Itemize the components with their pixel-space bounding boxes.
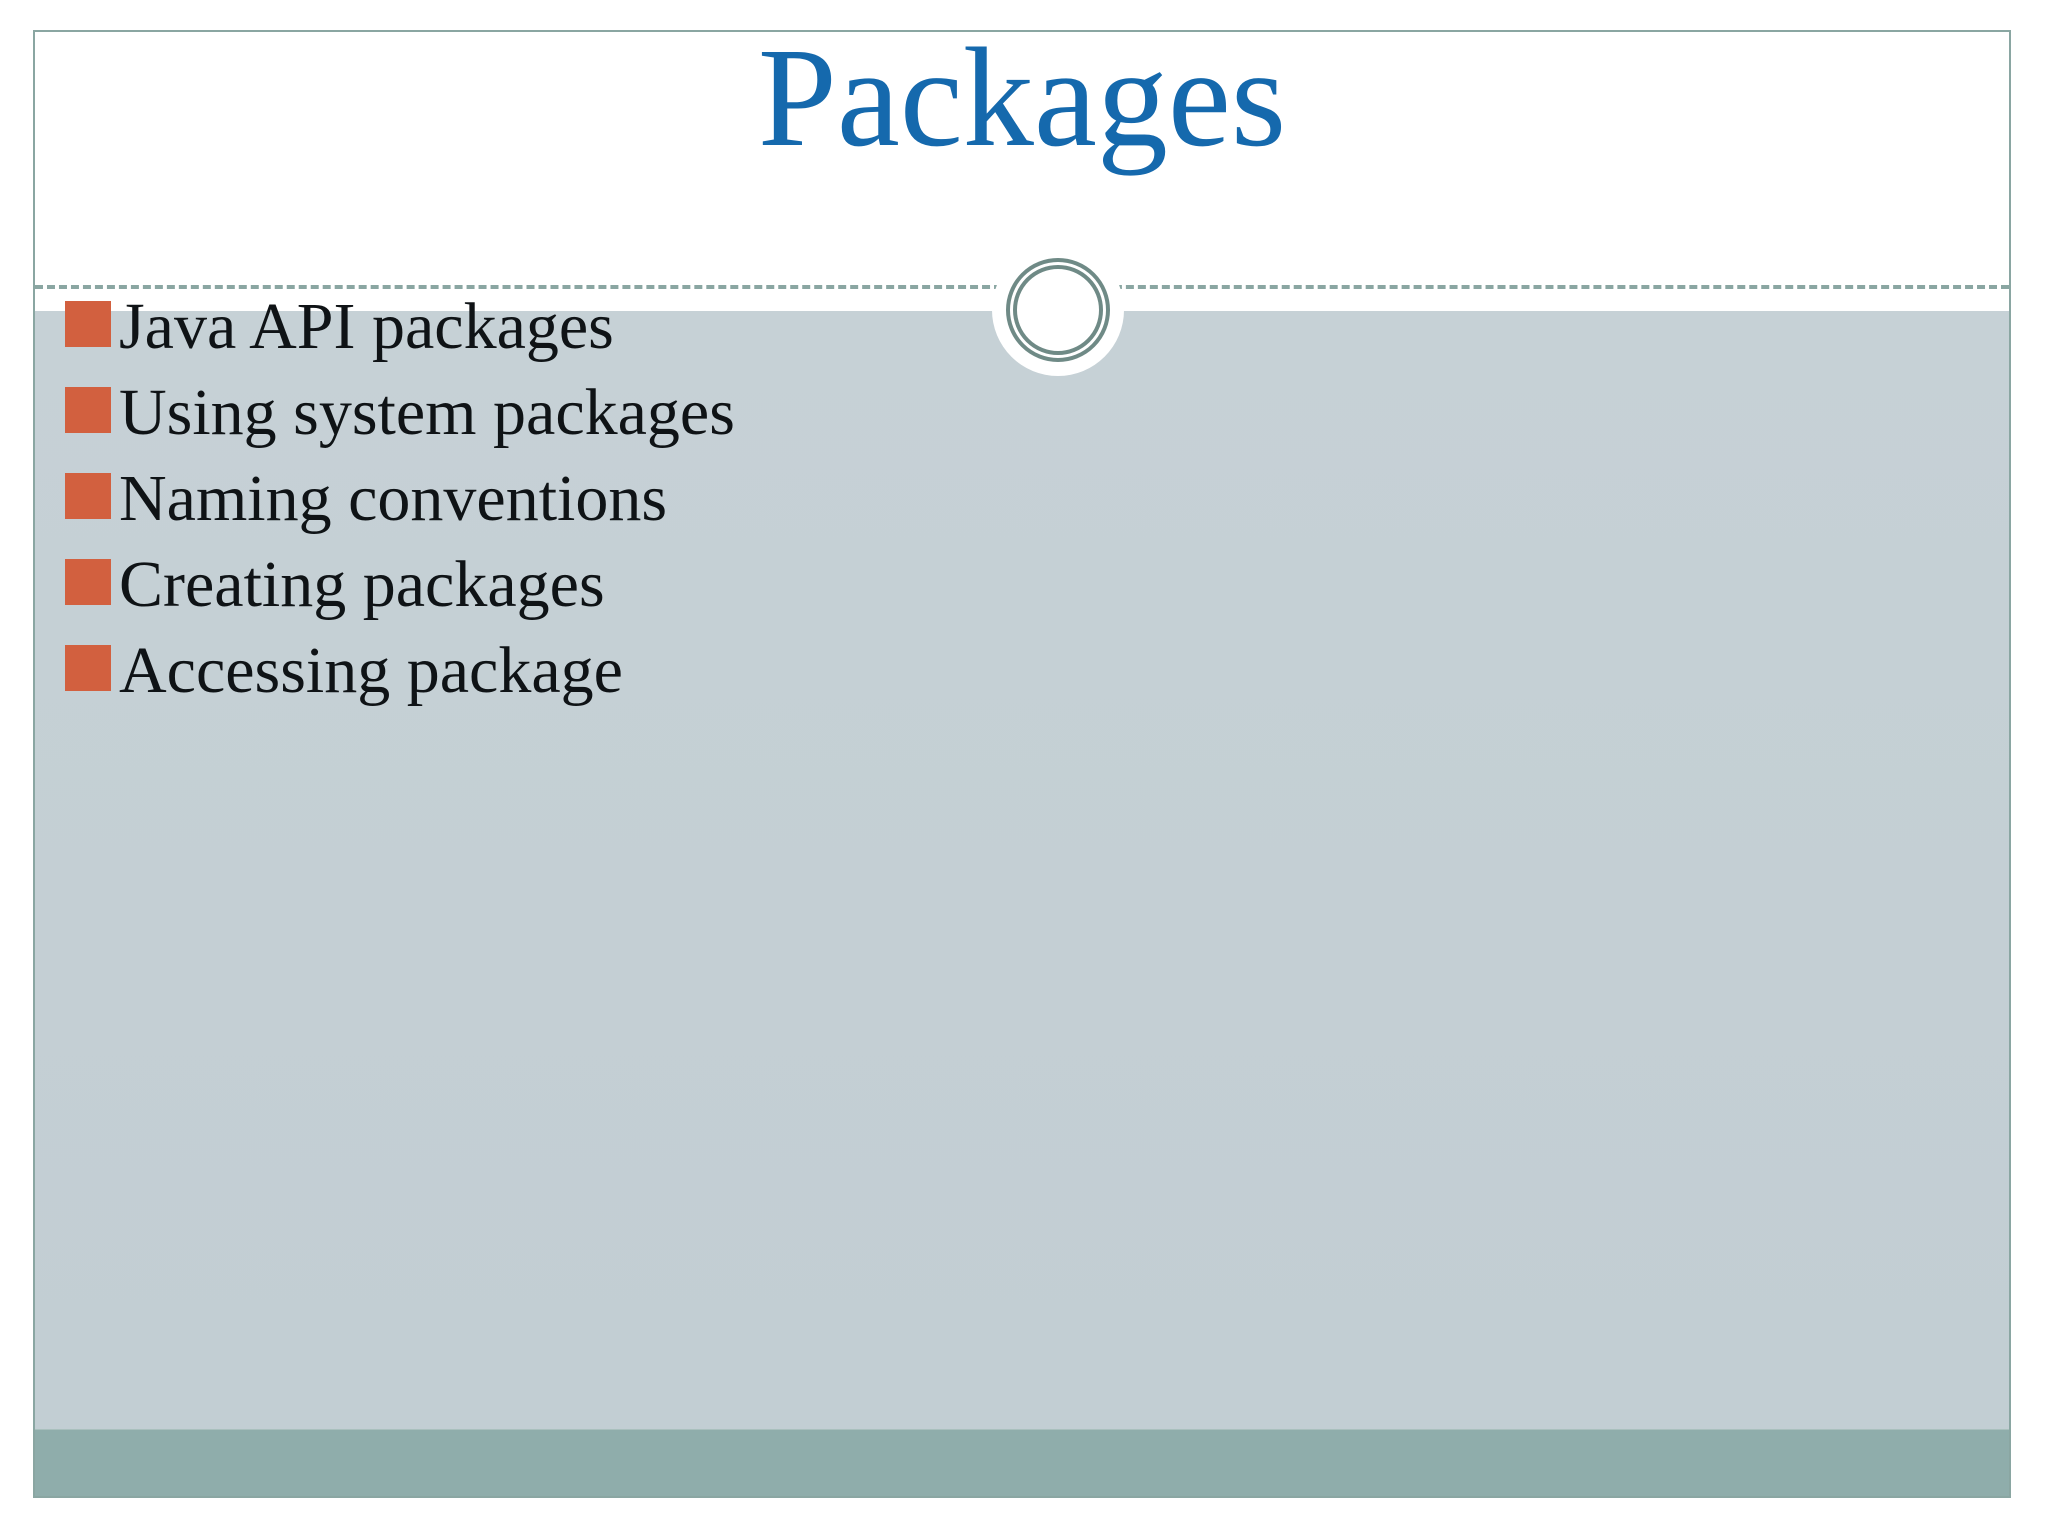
list-item-label: Java API packages (119, 290, 614, 363)
page-title: Packages (757, 30, 1287, 176)
shadowed-square-bullet-icon (65, 301, 111, 347)
bullet-list: Java API packages Using system packages … (65, 285, 1969, 715)
list-item-label: Creating packages (119, 548, 605, 621)
list-item[interactable]: Creating packages (65, 543, 1969, 629)
slide-body-panel (35, 311, 2009, 1430)
shadowed-square-bullet-icon (65, 473, 111, 519)
list-item-label: Naming conventions (119, 462, 668, 535)
list-item[interactable]: Accessing package (65, 629, 1969, 715)
list-item[interactable]: Java API packages (65, 285, 1969, 371)
shadowed-square-bullet-icon (65, 645, 111, 691)
presentation-slide: Packages Java API packages Using system … (33, 30, 2011, 1498)
slide-title-region: Packages (35, 32, 2009, 284)
shadowed-square-bullet-icon (65, 387, 111, 433)
list-item[interactable]: Using system packages (65, 371, 1969, 457)
footer-accent-bar (35, 1429, 2009, 1496)
list-item-label: Using system packages (119, 376, 735, 449)
list-item[interactable]: Naming conventions (65, 457, 1969, 543)
list-item-label: Accessing package (119, 634, 623, 707)
shadowed-square-bullet-icon (65, 559, 111, 605)
